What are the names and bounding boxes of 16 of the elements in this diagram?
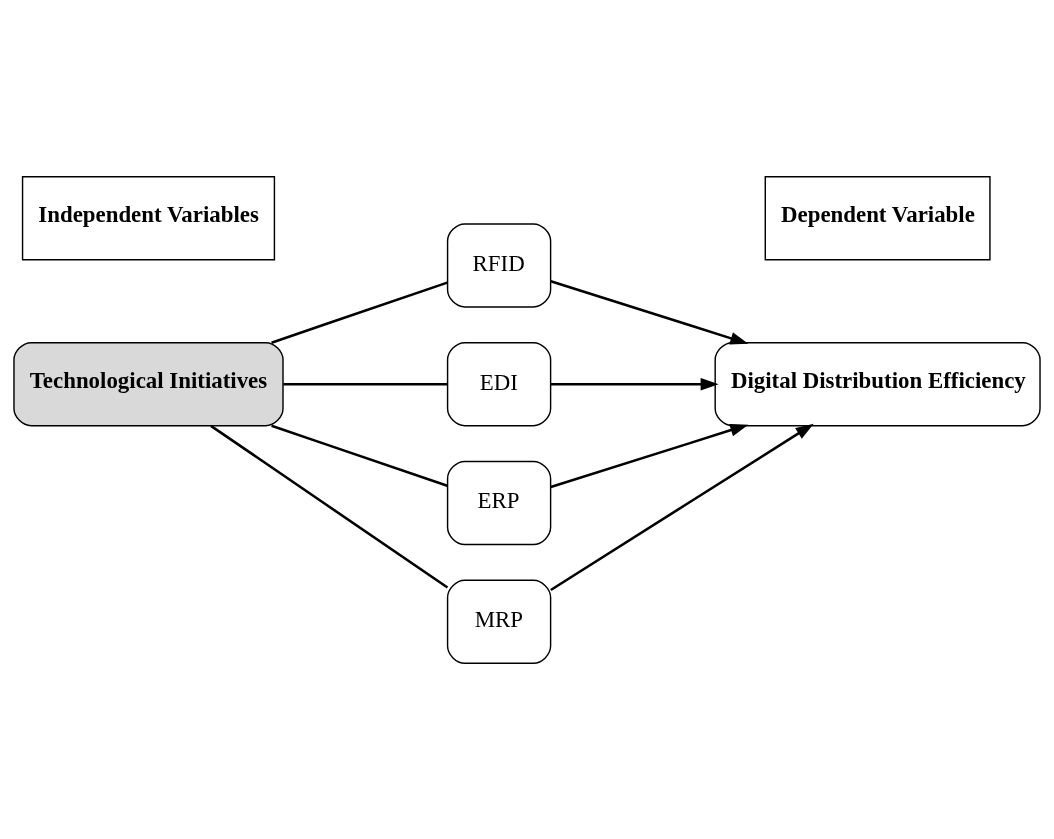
arrow (550, 279, 749, 344)
arrow (550, 423, 814, 591)
arrow (550, 377, 719, 391)
arrow (550, 423, 749, 488)
node-box: RFID (446, 222, 552, 308)
node-box: Digital Distribution Efficiency (714, 341, 1041, 426)
connector (210, 424, 449, 589)
connector (283, 382, 448, 385)
connector (271, 424, 448, 487)
node-box: ERP (446, 460, 552, 545)
node-box: Dependent Variable (764, 175, 991, 260)
node-box: EDI (446, 341, 552, 426)
node-box: MRP (446, 579, 552, 664)
node-box: Technological Initiatives (13, 341, 284, 426)
connector (271, 280, 448, 344)
node-box: Independent Variables (21, 175, 276, 260)
